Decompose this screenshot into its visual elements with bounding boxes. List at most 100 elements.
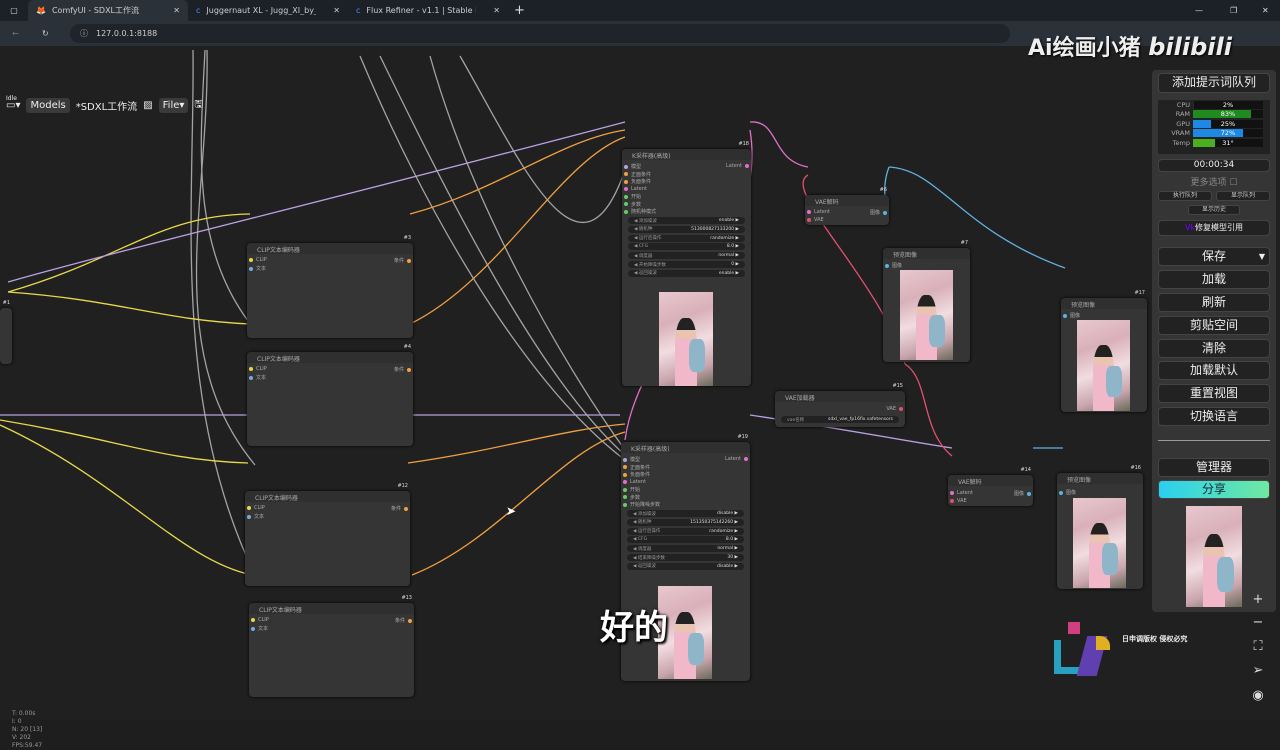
input-vae[interactable]: VAE <box>807 217 824 223</box>
output-latent[interactable]: Latent <box>726 163 749 169</box>
close-tab-icon[interactable]: ✕ <box>333 6 340 15</box>
input-slot[interactable]: 模型 <box>623 456 640 463</box>
fix-model-refs-button[interactable]: Vk修复模型引用 <box>1158 220 1270 236</box>
output-image[interactable]: 图像 <box>1014 490 1031 497</box>
vae-decode-node-6[interactable]: VAE解码#6 Latent VAE 图像 <box>805 187 889 225</box>
tab-comfyui[interactable]: 🦊ComfyUI - SDXL工作流✕ <box>28 0 188 21</box>
show-queue-button[interactable]: 显示队列 <box>1216 191 1270 201</box>
output-vae[interactable]: VAE <box>886 406 903 412</box>
switch-language-button[interactable]: 切换语言 <box>1158 407 1270 426</box>
input-slot[interactable]: 负面条件 <box>624 178 651 185</box>
refresh-button[interactable]: 刷新 <box>1158 293 1270 312</box>
input-slot[interactable]: Latent <box>623 479 646 485</box>
preview-image-node-17[interactable]: 预览图像#17 图像 <box>1061 290 1147 412</box>
queue-thumbnail-image[interactable] <box>1186 506 1242 607</box>
image-icon[interactable]: ▨ <box>143 99 153 111</box>
dropdown-arrow-icon[interactable]: ▼ <box>1258 252 1265 261</box>
input-slot[interactable]: Latent <box>624 186 647 192</box>
clip-text-encode-node-12[interactable]: CLIP文本编码器#12 CLIP 文本 条件 <box>245 483 410 586</box>
input-image[interactable]: 图像 <box>1063 312 1080 319</box>
exec-queue-button[interactable]: 执行队列 <box>1158 191 1212 201</box>
reload-icon[interactable]: ↻ <box>42 29 49 38</box>
input-text[interactable]: 文本 <box>247 513 264 520</box>
clip-text-encode-node-13[interactable]: CLIP文本编码器#13 CLIP 文本 条件 <box>249 595 414 697</box>
input-slot[interactable]: 随机种模式 <box>624 208 656 215</box>
clipspace-button[interactable]: 剪贴空间 <box>1158 316 1270 335</box>
clip-text-encode-node-4[interactable]: CLIP文本编码器#4 CLIP 文本 条件 <box>247 344 413 446</box>
queue-prompt-button[interactable]: 添加提示词队列 <box>1158 73 1270 93</box>
input-slot[interactable]: 步数 <box>624 201 641 208</box>
node-canvas[interactable]: ▭▾Idle Models *SDXL工作流 ▨ File▾ 🖫 #1 CLIP… <box>0 46 1280 749</box>
manager-button[interactable]: 管理器 <box>1158 458 1270 477</box>
output-conditioning[interactable]: 条件 <box>395 617 412 624</box>
vae-decode-node-14[interactable]: VAE解码#14 Latent VAE 图像 <box>948 467 1033 506</box>
input-vae[interactable]: VAE <box>950 498 967 504</box>
show-history-button[interactable]: 显示历史 <box>1188 205 1240 215</box>
close-tab-icon[interactable]: ✕ <box>493 6 500 15</box>
output-latent[interactable]: Latent <box>725 456 748 462</box>
share-button[interactable]: 分享 <box>1158 480 1270 499</box>
output-conditioning[interactable]: 条件 <box>394 366 411 373</box>
save-icon[interactable]: 🖫 <box>194 98 203 110</box>
input-image[interactable]: 图像 <box>885 262 902 269</box>
input-slot[interactable]: 开始 <box>624 193 641 200</box>
input-text[interactable]: 文本 <box>249 374 266 381</box>
save-button[interactable]: 保存▼ <box>1158 247 1270 266</box>
more-options-toggle[interactable]: 更多选项 ☐ <box>1152 175 1276 188</box>
input-slot[interactable]: 正面条件 <box>623 464 650 471</box>
input-text[interactable]: 文本 <box>251 625 268 632</box>
input-latent[interactable]: Latent <box>807 209 830 215</box>
input-clip[interactable]: CLIP <box>251 617 269 623</box>
input-image[interactable]: 图像 <box>1059 489 1076 496</box>
load-default-button[interactable]: 加载默认 <box>1158 361 1270 380</box>
input-clip[interactable]: CLIP <box>249 257 267 263</box>
input-slot[interactable]: 开始降噪步数 <box>623 501 660 508</box>
new-tab-button[interactable]: + <box>514 3 525 18</box>
workflow-menu-button[interactable]: ▭▾Idle <box>6 94 21 111</box>
close-window-icon[interactable]: ✕ <box>1262 6 1269 15</box>
preview-image-node-7[interactable]: 预览图像#7 图像 <box>883 240 970 362</box>
input-slot[interactable]: 步数 <box>623 494 640 501</box>
input-text[interactable]: 文本 <box>249 265 266 272</box>
node-1[interactable]: #1 <box>0 300 12 364</box>
fit-view-icon[interactable]: ⛶ <box>1253 639 1263 654</box>
visibility-eye-icon[interactable]: ◉ <box>1252 688 1264 703</box>
close-tab-icon[interactable]: ✕ <box>173 6 180 15</box>
load-button[interactable]: 加载 <box>1158 270 1270 289</box>
output-conditioning[interactable]: 条件 <box>391 505 408 512</box>
reset-view-button[interactable]: 重置视图 <box>1158 384 1270 403</box>
file-menu-button[interactable]: File▾ <box>158 97 189 113</box>
input-latent[interactable]: Latent <box>950 490 973 496</box>
minimize-icon[interactable]: — <box>1195 6 1203 15</box>
input-clip[interactable]: CLIP <box>249 366 267 372</box>
window-menu-icon[interactable]: ▢ <box>10 6 18 15</box>
input-slot[interactable]: 模型 <box>624 163 641 170</box>
back-icon[interactable]: ← <box>12 29 19 38</box>
clip-text-encode-node-3[interactable]: CLIP文本编码器#3 CLIP 文本 条件 <box>247 235 413 338</box>
input-slot[interactable]: 开始 <box>623 486 640 493</box>
preview-image-node-16[interactable]: 预览图像#16 图像 <box>1057 465 1143 589</box>
send-icon[interactable]: ➢ <box>1252 663 1264 678</box>
output-image[interactable]: 图像 <box>870 209 887 216</box>
clear-button[interactable]: 清除 <box>1158 339 1270 358</box>
